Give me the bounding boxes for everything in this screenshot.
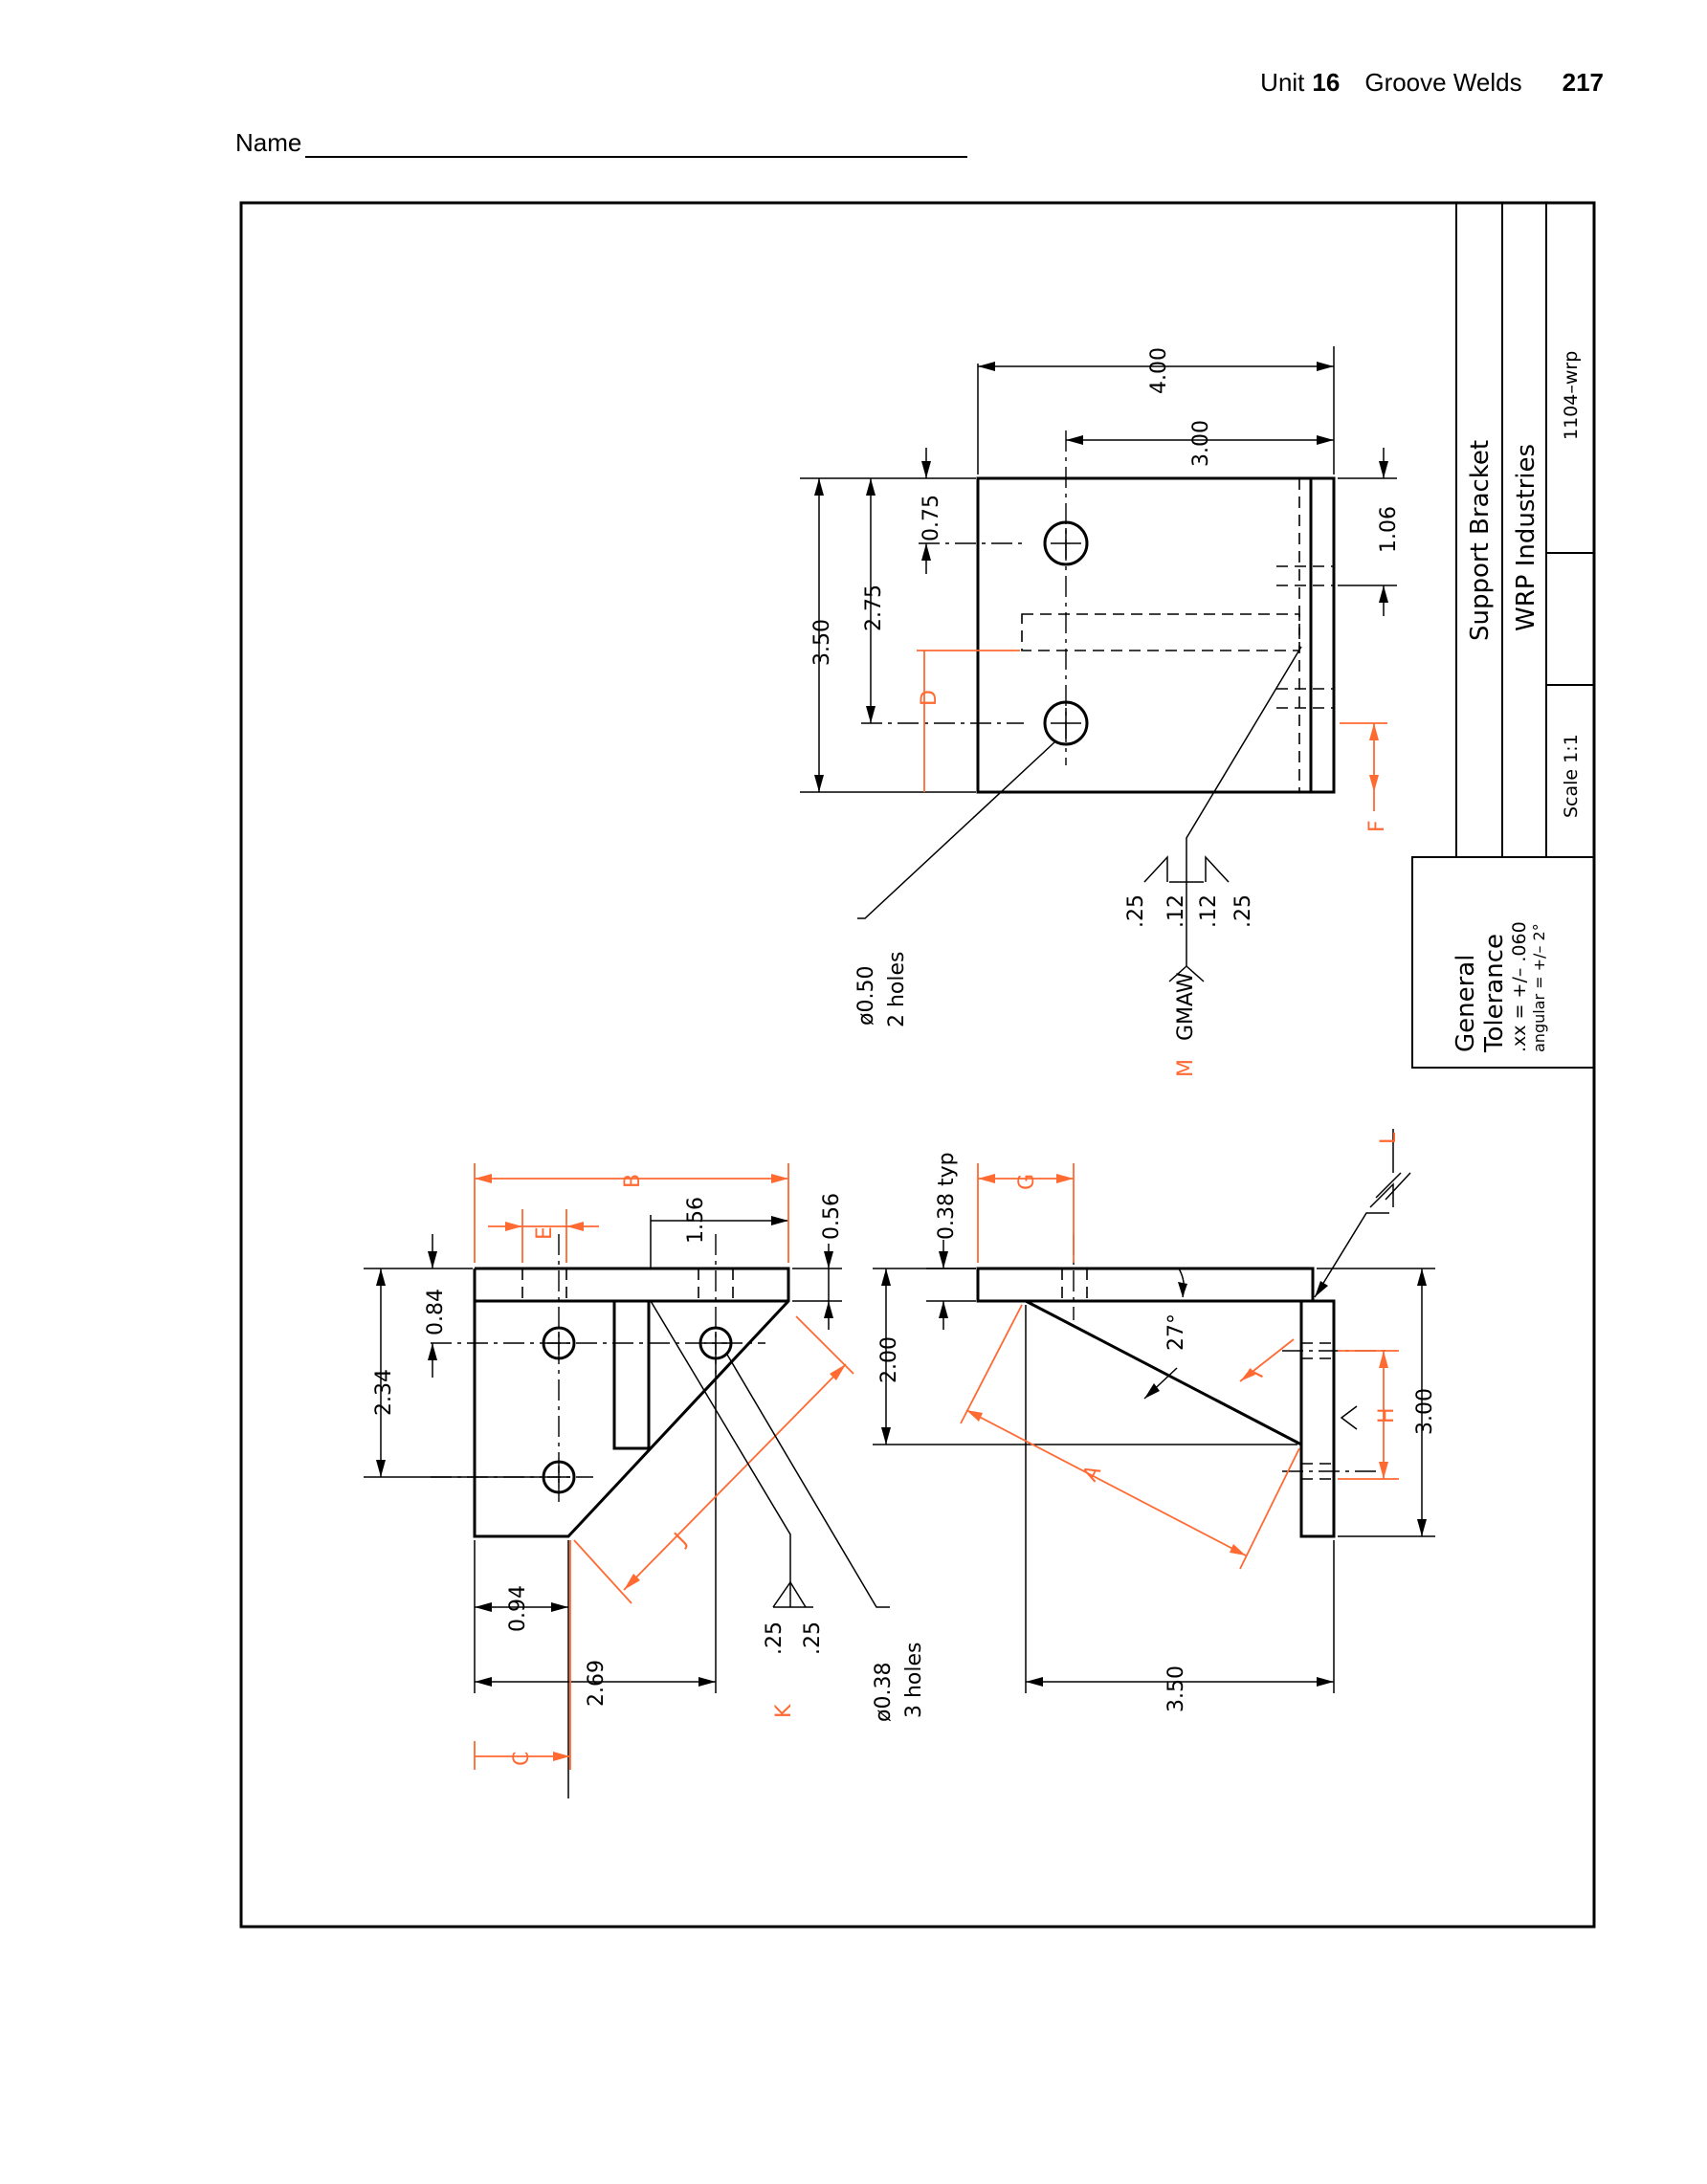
dim-plate: 0.84 <box>424 1289 448 1335</box>
name-field: Name <box>235 128 968 158</box>
holes-note-1: ø0.50 <box>854 966 878 1026</box>
company-name: WRP Industries <box>1512 444 1541 631</box>
label-d: D <box>918 690 942 706</box>
dim-width-label: 4.00 <box>1147 347 1171 394</box>
side-dim-height: 2.00 <box>877 1336 901 1383</box>
tolerance-xx: .xx = +/– .060 <box>1509 921 1530 1052</box>
scale-label: Scale 1:1 <box>1561 734 1582 818</box>
weld-size-1-front: .25 <box>763 1621 787 1655</box>
dim-overall-height: 2.34 <box>372 1369 396 1416</box>
tolerance-title-2: Tolerance <box>1480 934 1509 1053</box>
weld-size-2: .12 <box>1164 894 1188 928</box>
tolerance-title-1: General <box>1452 955 1480 1052</box>
label-l: L <box>1377 1132 1401 1144</box>
label-h: H <box>1375 1407 1399 1423</box>
dim-top: 0.56 <box>820 1193 844 1240</box>
holes-note-2: 2 holes <box>885 951 909 1027</box>
dim-bottom-edge: 0.94 <box>506 1585 530 1632</box>
front-holes-note-2: 3 holes <box>902 1642 926 1718</box>
label-g: G <box>1015 1174 1039 1190</box>
dim-base: 2.69 <box>585 1660 609 1707</box>
dim-angle: 27° <box>1164 1313 1188 1351</box>
front-view: 2.34 0.84 1.56 0.56 0.94 2.69 <box>364 1163 926 1798</box>
label-f: F <box>1365 820 1389 832</box>
unit-label: Unit <box>1260 67 1305 97</box>
side-view: 0.38 typ 2.00 27° 3.50 3.00 G <box>873 1129 1437 1712</box>
weld-size-1: .25 <box>1124 894 1148 928</box>
title-block: Support Bracket WRP Industries 1104–wrp … <box>1411 203 1595 1069</box>
top-view: 4.00 3.00 3.50 2.75 0.75 1.06 <box>800 346 1401 1077</box>
label-m: M <box>1174 1059 1198 1077</box>
label-k: K <box>772 1704 796 1718</box>
dim-hole-spacing-label: 2.75 <box>862 585 886 631</box>
weld-process: GMAW <box>1174 972 1198 1041</box>
dim-slot-label: 1.06 <box>1377 506 1401 553</box>
dim-hole-x-label: 3.00 <box>1189 420 1213 467</box>
label-c: C <box>510 1752 534 1766</box>
page-header: Unit 16 Groove Welds 217 <box>1244 63 1604 101</box>
dim-hole-offset: 1.56 <box>684 1197 708 1244</box>
unit-number: 16 <box>1312 67 1341 97</box>
side-dim-right: 3.00 <box>1413 1388 1437 1435</box>
tolerance-angular: angular = +/– 2° <box>1530 923 1548 1052</box>
front-holes-note-1: ø0.38 <box>872 1663 896 1722</box>
dim-hole-edge-label: 0.75 <box>920 495 943 541</box>
weld-size-3: .12 <box>1197 894 1221 928</box>
weld-size-4: .25 <box>1231 894 1255 928</box>
name-label: Name <box>235 128 302 157</box>
weld-size-2-front: .25 <box>801 1621 825 1655</box>
side-dim-width: 3.50 <box>1164 1666 1188 1712</box>
label-a: A <box>1078 1462 1106 1486</box>
unit-title: Groove Welds <box>1364 67 1522 97</box>
label-e: E <box>533 1226 557 1240</box>
drawing-number: 1104–wrp <box>1561 351 1582 440</box>
part-name: Support Bracket <box>1466 440 1495 641</box>
page-number: 217 <box>1562 67 1604 97</box>
dim-height-label: 3.50 <box>810 619 834 666</box>
label-b: B <box>621 1174 645 1188</box>
name-underline <box>305 129 968 158</box>
dim-thickness: 0.38 typ <box>935 1152 959 1240</box>
